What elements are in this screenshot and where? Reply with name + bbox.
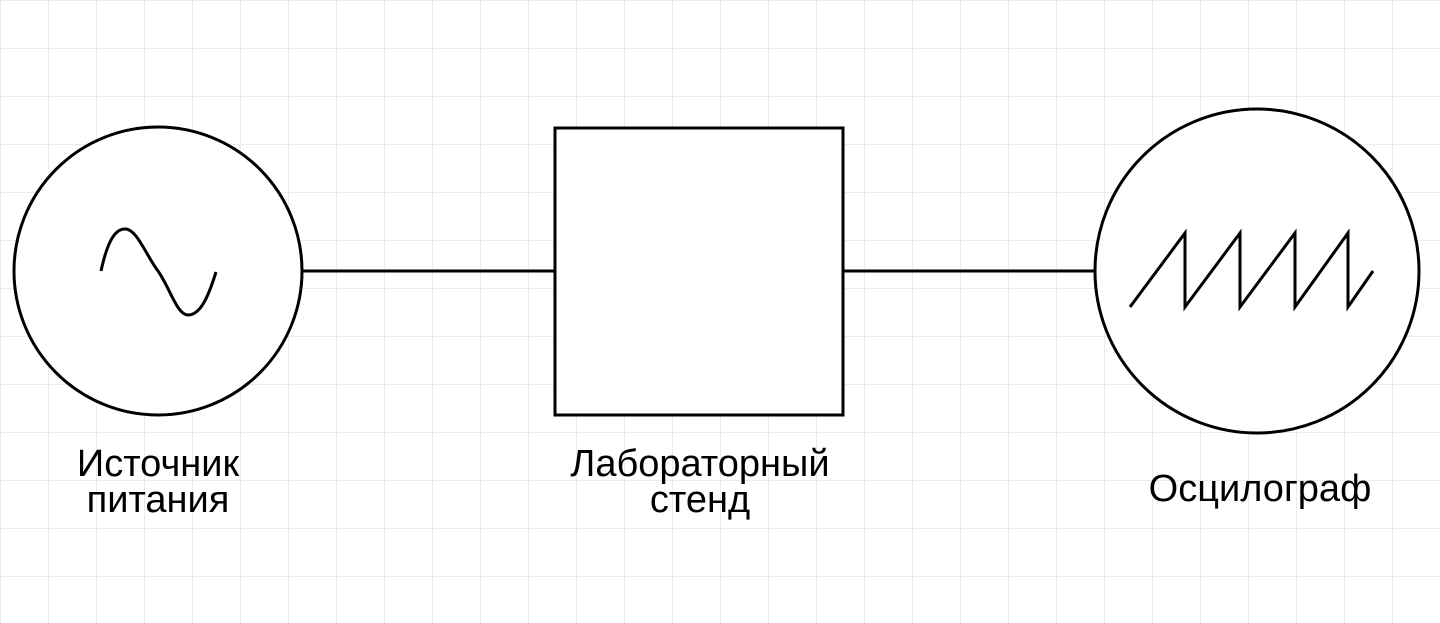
power-source-label-line-1: Источник: [76, 443, 240, 485]
laboratory-stand-label-line-1: Лабораторный: [570, 443, 830, 485]
power-source-label: Источник питания: [33, 443, 283, 521]
power-source-label-line-2: питания: [86, 479, 230, 521]
oscilloscope-label-line-1: Осцилограф: [1148, 468, 1372, 510]
laboratory-stand-label: Лабораторный стенд: [530, 443, 870, 521]
oscilloscope-circle: [1093, 107, 1421, 435]
oscilloscope-node[interactable]: [1093, 107, 1421, 435]
laboratory-stand-box: [553, 126, 845, 417]
laboratory-stand-label-line-2: стенд: [649, 479, 751, 521]
sine-wave-icon: [99, 227, 218, 317]
sawtooth-wave-icon: [1128, 228, 1375, 312]
oscilloscope-label: Осцилограф: [1100, 468, 1420, 510]
laboratory-stand-node[interactable]: [553, 126, 845, 417]
power-source-node[interactable]: [12, 125, 304, 417]
